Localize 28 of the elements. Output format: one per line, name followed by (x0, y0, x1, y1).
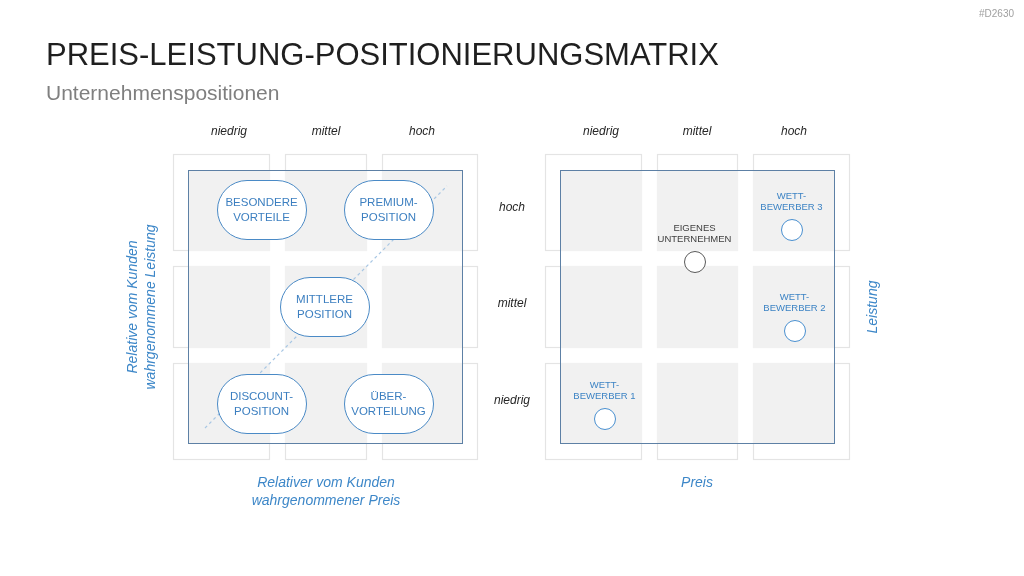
node-label: PREMIUM- POSITION (358, 194, 419, 225)
marker-label: WETT- BEWERBER 1 (572, 378, 637, 403)
axis-tick-label: mittel (311, 123, 341, 139)
node-label: DISCOUNT- POSITION (228, 388, 295, 419)
axis-title: Relativer vom Kunden wahrgenommener Preis (250, 473, 402, 509)
axis-tick-label: niedrig (583, 123, 619, 139)
axis-tick-label: hoch (781, 123, 807, 139)
matrix-frame (188, 170, 463, 444)
matrix-frame (560, 170, 835, 444)
axis-title: Relative vom Kunden wahrgenommene Leistung (123, 223, 159, 392)
subtitle: Unternehmenspositionen (46, 79, 280, 106)
axis-tick-label: niedrig (494, 392, 530, 408)
rounded-node (279, 276, 370, 337)
node-label: ÜBER- VORTEILUNG (350, 388, 427, 419)
node-label: MITTLERE POSITION (295, 291, 354, 322)
node-label: BESONDERE VORTEILE (224, 194, 299, 225)
axis-tick-label: mittel (497, 295, 527, 311)
axis-title: Preis (680, 474, 714, 492)
slide-id: #D2630 (978, 7, 1014, 21)
marker-label: EIGENES UNTERNEHMEN (656, 221, 733, 246)
marker-label: WETT- BEWERBER 2 (762, 290, 827, 315)
axis-tick-label: hoch (499, 199, 525, 215)
axis-tick-label: niedrig (211, 123, 247, 139)
slide-title: PREIS-LEISTUNG-POSITIONIERUNGSMATRIX (46, 37, 719, 73)
axis-title: Leistung (864, 279, 882, 336)
axis-tick-label: hoch (409, 123, 435, 139)
axis-tick-label: mittel (682, 123, 712, 139)
marker-label: WETT- BEWERBER 3 (759, 189, 824, 214)
